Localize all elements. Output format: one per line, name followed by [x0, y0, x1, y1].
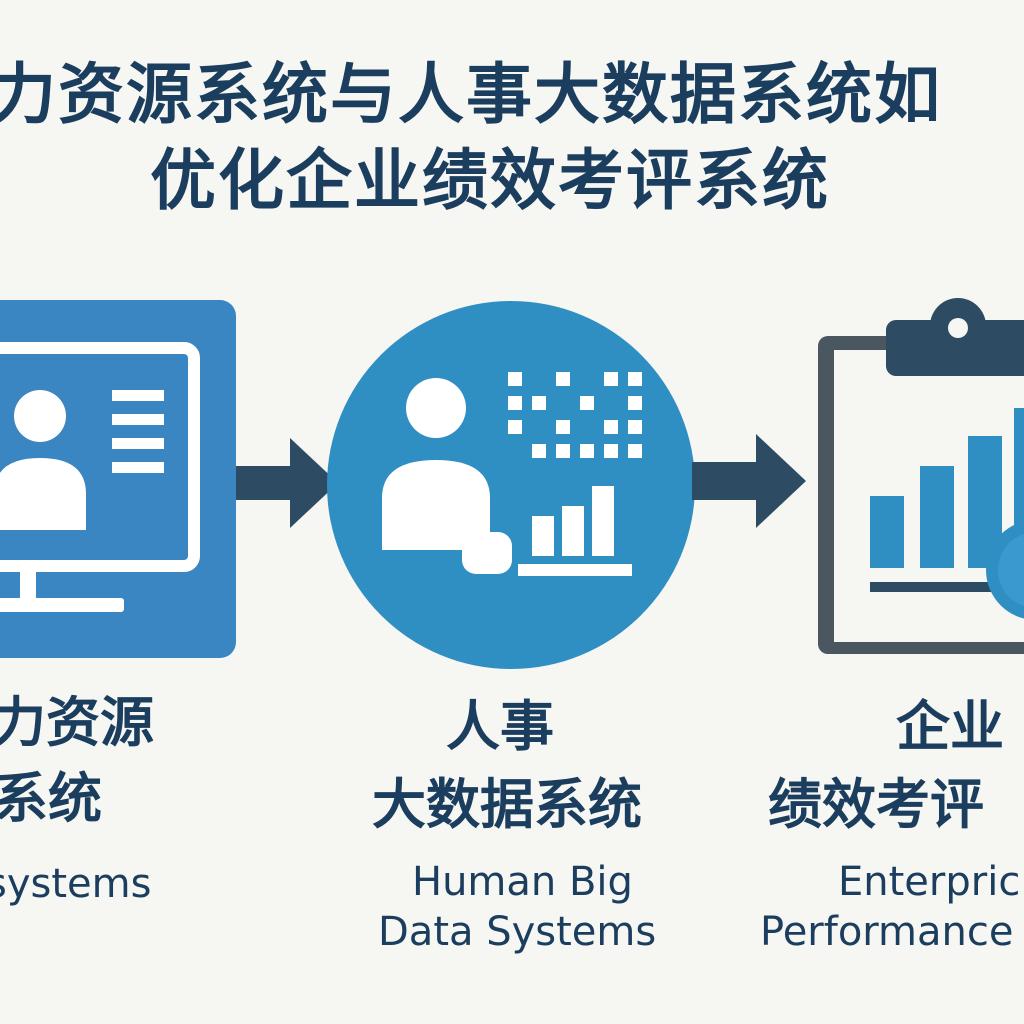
- flow-arrow-1: [236, 436, 340, 530]
- title-line-2: 优化企业绩效考评系统: [150, 142, 830, 219]
- big-data-graphic: [326, 300, 696, 670]
- big-data-english-line-1: Human Big: [412, 859, 633, 905]
- performance-english-line-2: Performance E: [760, 909, 1024, 955]
- big-data-english-line-2: Data Systems: [378, 909, 657, 955]
- big-data-title-line-1: 人事: [446, 695, 554, 758]
- performance-english-line-1: Enterpric: [838, 859, 1021, 905]
- performance-graphic: [800, 290, 1024, 670]
- arrow-right-icon: [692, 434, 806, 528]
- clipboard-bar-chart-icon: [818, 298, 1024, 654]
- hr-system-graphic: [0, 298, 238, 660]
- big-data-title-line-2: 大数据系统: [372, 773, 642, 836]
- person-data-chart-icon: [327, 301, 695, 669]
- performance-title-line-2: 绩效考评: [768, 773, 984, 836]
- hr-system-english-label: systems: [0, 861, 152, 907]
- computer-monitor-profile-icon: [0, 300, 236, 658]
- hr-system-title-line-2: 系统: [0, 767, 102, 830]
- flow-arrow-2: [692, 434, 808, 528]
- arrow-right-icon: [236, 438, 338, 528]
- title-line-1: 力资源系统与人事大数据系统如: [0, 56, 942, 133]
- performance-title-line-1: 企业: [896, 695, 1004, 758]
- hr-system-title-line-1: 力资源: [0, 691, 154, 754]
